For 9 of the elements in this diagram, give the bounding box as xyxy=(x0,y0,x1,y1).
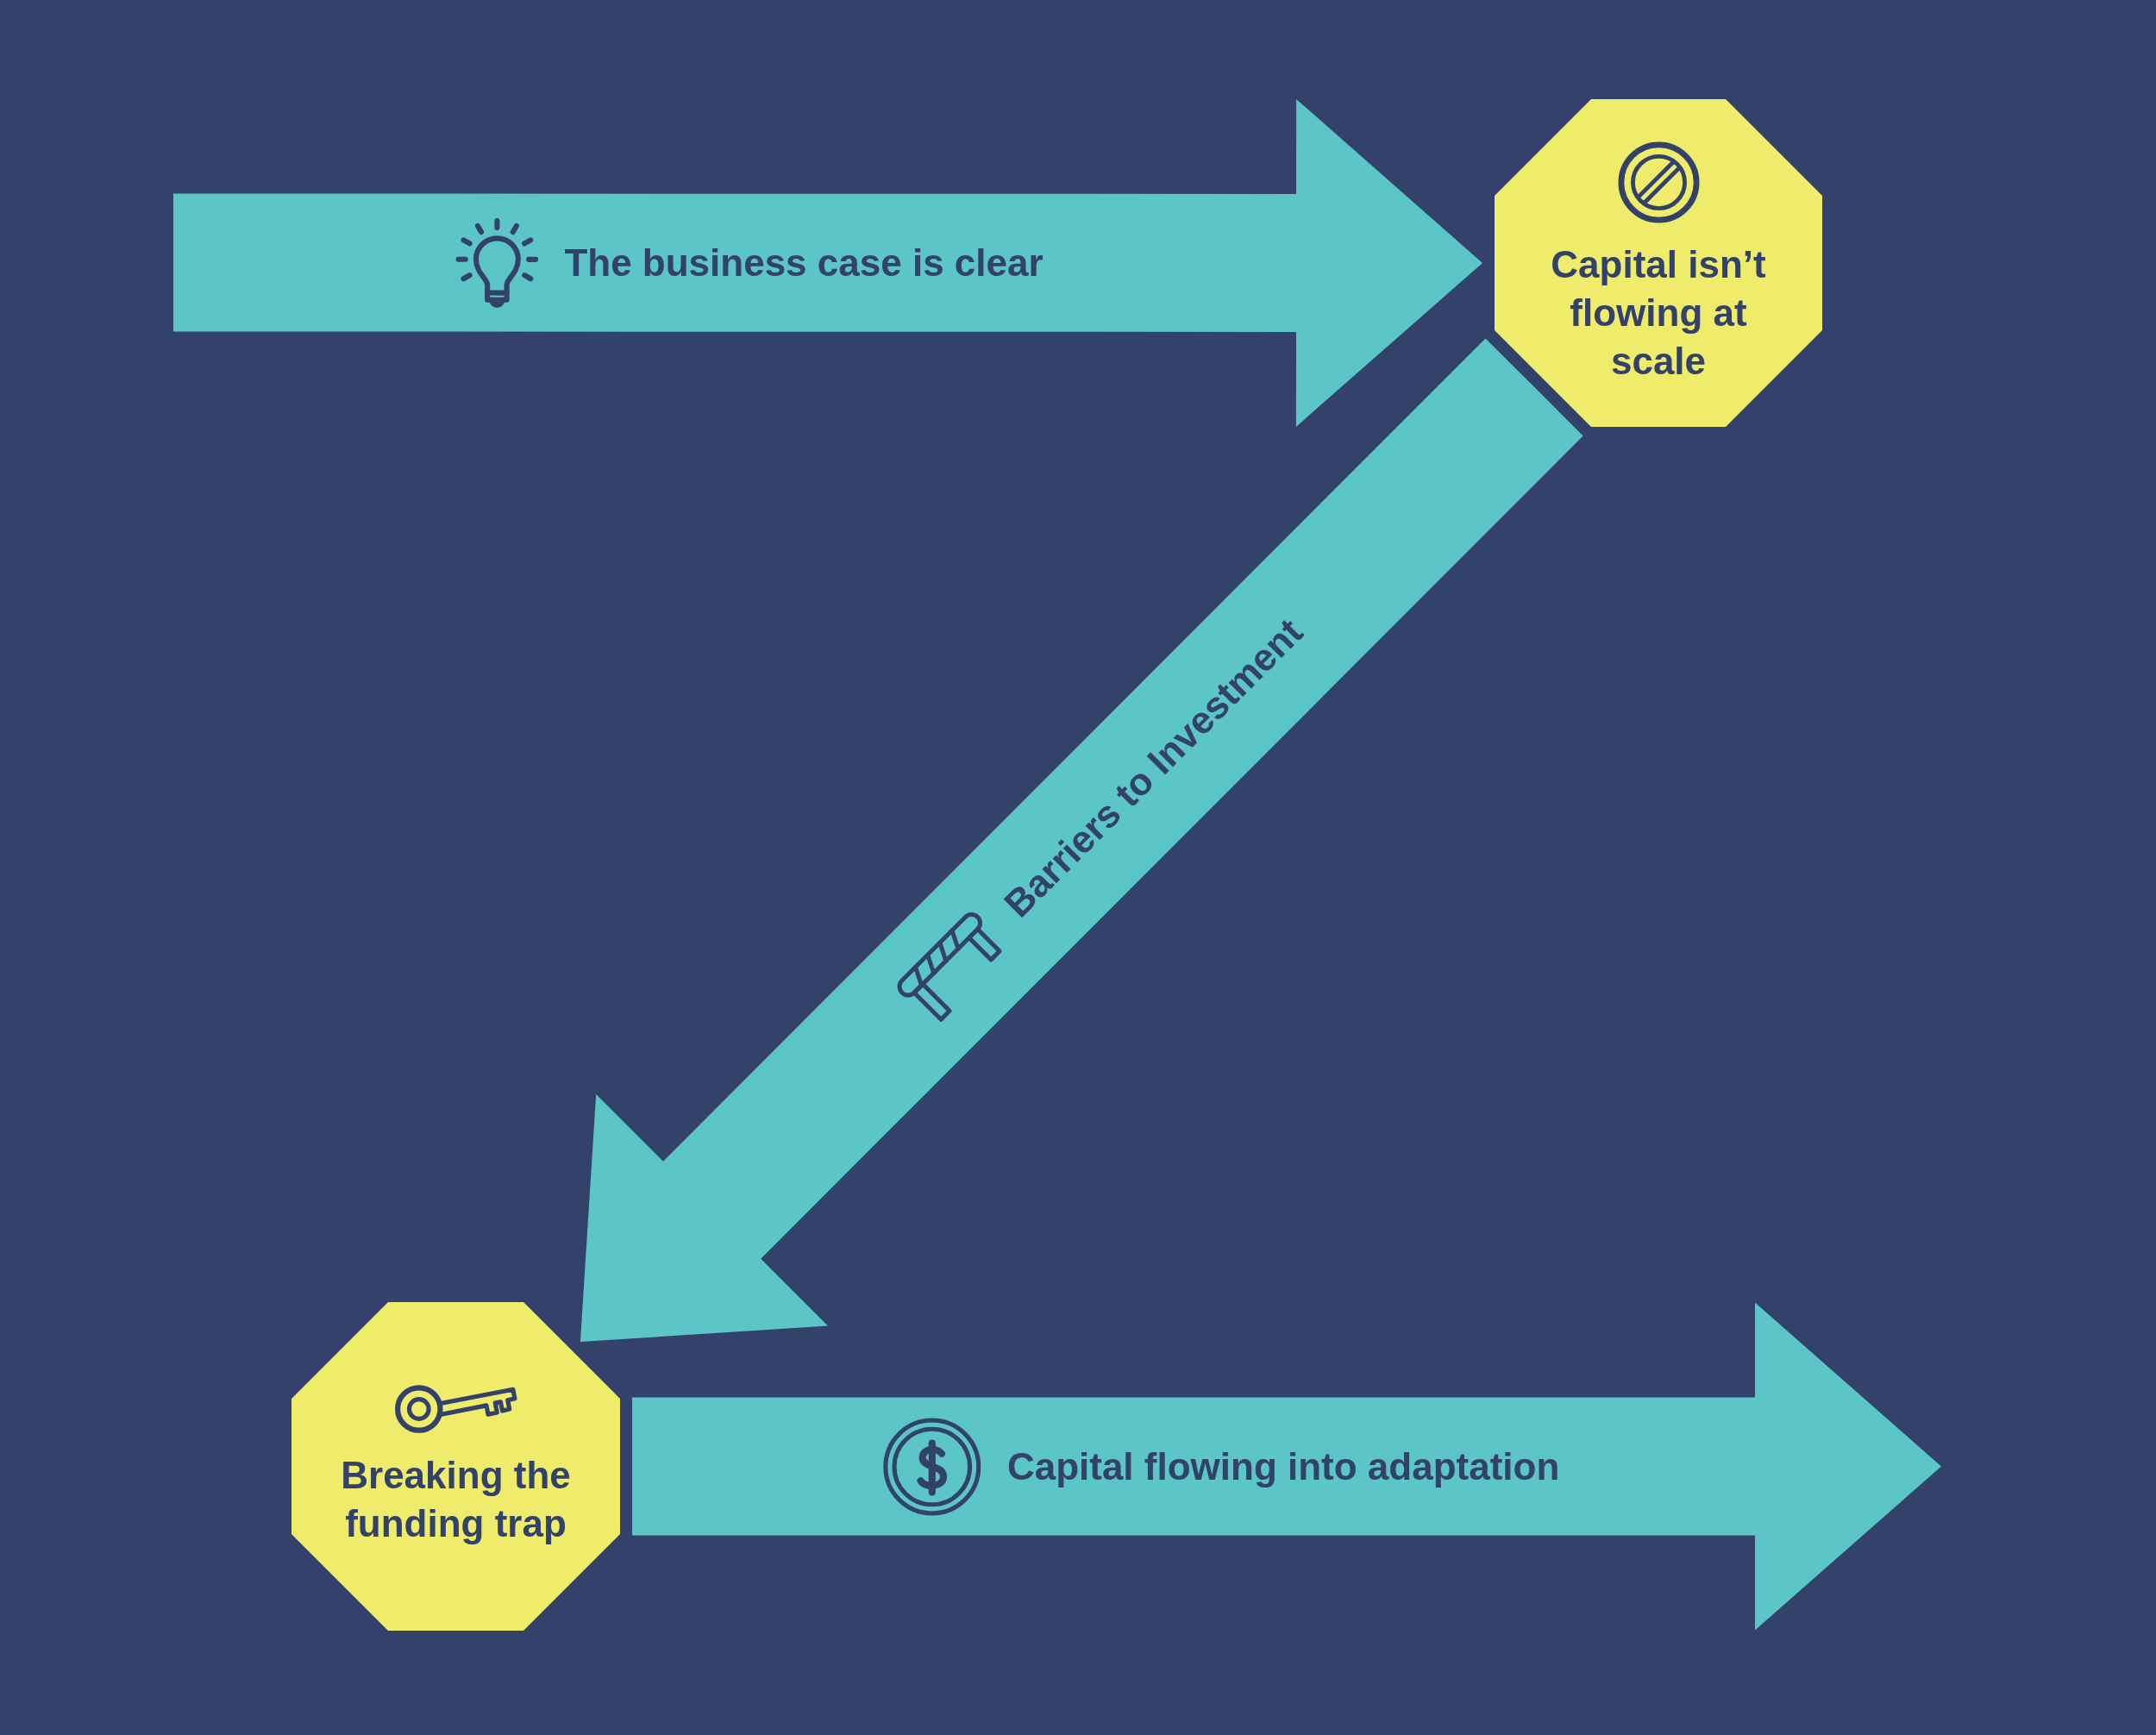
edge-label: The business case is clear xyxy=(564,240,1044,285)
block-arrow xyxy=(580,338,1583,1343)
node-text: Breaking the funding trap xyxy=(340,1453,572,1546)
block-arrow xyxy=(632,1302,1941,1631)
node-text: Capital isn’t flowing at scale xyxy=(1550,241,1767,384)
octagon-node xyxy=(291,1302,620,1631)
octagon-node xyxy=(1495,99,1822,427)
edge-label: Capital flowing into adaptation xyxy=(1006,1444,1560,1489)
block-arrow xyxy=(173,98,1482,427)
